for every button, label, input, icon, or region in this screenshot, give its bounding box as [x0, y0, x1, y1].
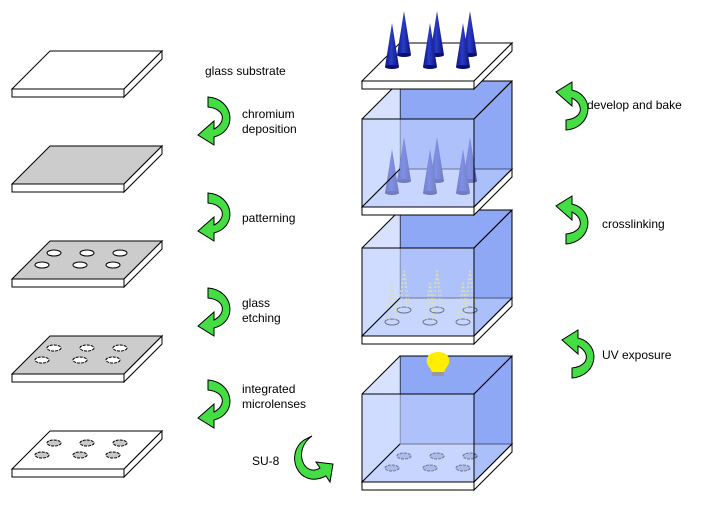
hole	[34, 261, 50, 269]
curved-arrow-icon	[197, 379, 231, 429]
resist-edge	[361, 297, 401, 337]
needle-body	[397, 11, 411, 55]
resist-edge	[473, 80, 513, 120]
hole	[105, 356, 121, 364]
bulb-base	[432, 372, 444, 376]
resist-edge	[361, 168, 401, 208]
label-glass-etching: glass etching	[242, 296, 281, 325]
plate-top-face	[10, 50, 164, 90]
hole	[79, 439, 95, 447]
needle-base	[397, 53, 411, 57]
label-integrated-microlenses: integrated microlenses	[242, 382, 307, 411]
plate-front-face	[11, 88, 125, 98]
needle-base	[385, 65, 399, 69]
stage-su8-coated	[360, 354, 514, 492]
plate-front-face	[11, 468, 125, 478]
curved-arrow-icon	[555, 195, 589, 245]
plate-microlenses	[10, 429, 164, 479]
needle-base	[456, 65, 470, 69]
plate-top-face	[10, 430, 164, 470]
resist-edge	[361, 355, 401, 395]
microneedle	[385, 23, 399, 69]
hole	[105, 451, 121, 459]
curved-arrow-icon	[561, 329, 595, 379]
plate-front-face	[11, 373, 125, 383]
plate-top-face	[10, 335, 164, 375]
needle-body	[463, 11, 477, 55]
plate-side-face	[473, 41, 513, 91]
hole	[34, 451, 50, 459]
hole	[46, 344, 62, 352]
plate-top-face	[10, 240, 164, 280]
bulb-glass	[426, 352, 450, 372]
stage-uv-exposed	[360, 208, 514, 346]
needle-body	[456, 23, 470, 67]
plate-etched	[10, 334, 164, 384]
plate-side-face	[123, 334, 163, 384]
microneedle	[423, 23, 437, 69]
resist-front-face	[361, 393, 475, 483]
left-column-plates	[10, 49, 164, 479]
hole	[112, 344, 128, 352]
label-crosslinking: crosslinking	[602, 217, 665, 231]
hole	[79, 344, 95, 352]
needle-body	[423, 23, 437, 67]
process-arrows	[197, 81, 595, 484]
microneedle	[397, 11, 411, 57]
needle-base	[423, 65, 437, 69]
resist-edge	[361, 443, 401, 483]
plate-front-face	[361, 206, 475, 216]
plate-front-face	[361, 481, 475, 491]
light-bulb-icon	[426, 352, 450, 376]
resist-front-face	[361, 247, 475, 337]
label-develop-and-bake: develop and bake	[587, 98, 682, 112]
plate-side-face	[123, 144, 163, 194]
stage-final-needles	[360, 11, 514, 91]
hole	[112, 439, 128, 447]
plate-top-face	[10, 145, 164, 185]
curved-arrow-icon	[197, 287, 231, 337]
hole	[72, 451, 88, 459]
hole	[79, 249, 95, 257]
label-patterning: patterning	[242, 211, 296, 225]
needle-body	[430, 11, 444, 55]
hole	[112, 249, 128, 257]
hole	[34, 356, 50, 364]
hole	[72, 356, 88, 364]
plate-side-face	[123, 429, 163, 479]
resist-edge	[473, 209, 513, 249]
plate-side-face	[123, 239, 163, 289]
resist-edge	[361, 209, 401, 249]
plate-glass-substrate	[10, 49, 164, 99]
curved-arrow-icon	[197, 96, 231, 146]
microneedle	[456, 23, 470, 69]
hole	[46, 249, 62, 257]
curved-arrow-icon	[197, 192, 231, 242]
resist-front-face	[361, 118, 475, 208]
plate-front-face	[11, 278, 125, 288]
label-chromium-deposition: chromium deposition	[242, 107, 297, 136]
plate-front-face	[361, 335, 475, 345]
plate-side-face	[123, 49, 163, 99]
label-glass-substrate: glass substrate	[205, 64, 286, 78]
right-column-stages	[360, 11, 514, 492]
label-uv-exposure: UV exposure	[602, 348, 672, 362]
plate-front-face	[11, 183, 125, 193]
label-su8: SU-8	[252, 454, 280, 468]
plate-front-face	[361, 80, 475, 90]
resist-edge	[473, 355, 513, 395]
hole	[105, 261, 121, 269]
hole	[72, 261, 88, 269]
curved-arrow-icon	[555, 81, 589, 131]
plate-chromium-coated	[10, 144, 164, 194]
hole	[46, 439, 62, 447]
needle-body	[385, 23, 399, 67]
plate-patterned	[10, 239, 164, 289]
stage-crosslinked	[360, 79, 514, 217]
curved-arrow-icon	[294, 435, 334, 484]
